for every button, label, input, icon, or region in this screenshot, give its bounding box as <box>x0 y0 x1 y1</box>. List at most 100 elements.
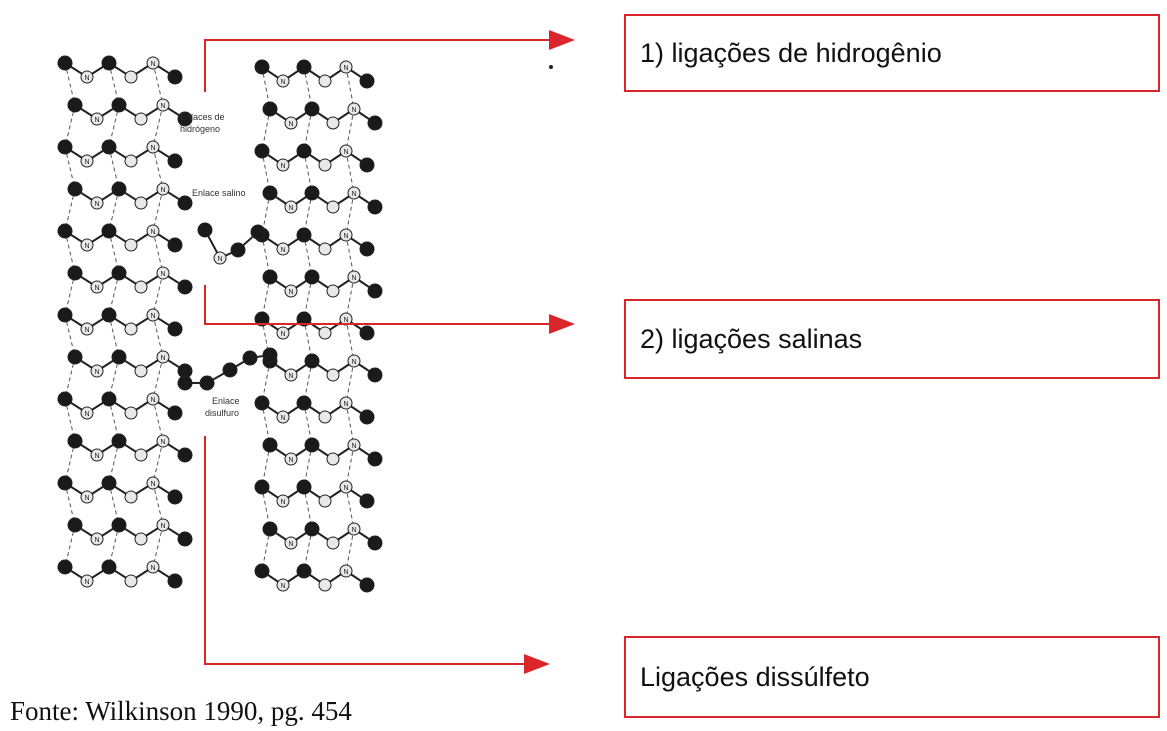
bond-line <box>345 66 355 110</box>
atom-symbol: N <box>160 271 165 278</box>
carbon-atom <box>367 199 383 215</box>
carbon-atom <box>101 139 117 155</box>
disulfide-bond-label-line2: disulfuro <box>205 408 239 418</box>
atom-symbol: N <box>343 401 348 408</box>
carbon-atom <box>57 391 73 407</box>
nitrogen-atom <box>90 280 104 294</box>
nitrogen-atom <box>156 434 170 448</box>
carbon-atom <box>67 181 83 197</box>
bond-line <box>345 360 355 404</box>
nitrogen-atom <box>326 200 340 214</box>
nitrogen-atom <box>326 536 340 550</box>
atom-symbol: N <box>280 415 285 422</box>
nitrogen-atom <box>213 251 227 265</box>
nitrogen-atom <box>90 364 104 378</box>
atom-symbol: N <box>94 117 99 124</box>
carbon-atom <box>57 475 73 491</box>
carbon-atom <box>367 283 383 299</box>
atom-symbol: N <box>351 275 356 282</box>
nitrogen-atom <box>326 452 340 466</box>
carbon-atom <box>101 55 117 71</box>
nitrogen-atom <box>284 536 298 550</box>
bond-line <box>152 230 164 274</box>
nitrogen-atom <box>90 112 104 126</box>
atom-symbol: N <box>84 495 89 502</box>
carbon-atom <box>254 143 270 159</box>
carbon-atom <box>167 237 183 253</box>
carbon-atom <box>296 479 312 495</box>
carbon-atom <box>254 59 270 75</box>
nitrogen-atom <box>124 238 138 252</box>
bond-line <box>345 486 355 530</box>
atom-symbol: N <box>84 411 89 418</box>
carbon-atom <box>101 475 117 491</box>
carbon-atom <box>57 559 73 575</box>
nitrogen-atom <box>326 116 340 130</box>
atom-symbol: N <box>288 289 293 296</box>
nitrogen-atom <box>339 144 353 158</box>
carbon-atom <box>250 224 266 240</box>
carbon-atom <box>367 451 383 467</box>
nitrogen-atom <box>284 284 298 298</box>
stray-dot <box>549 65 553 69</box>
atom-symbol: N <box>280 583 285 590</box>
atom-symbol: N <box>351 527 356 534</box>
nitrogen-atom <box>318 494 332 508</box>
nitrogen-atom <box>146 224 160 238</box>
carbon-atom <box>101 307 117 323</box>
disulfide-bond-label-line1: Enlace <box>212 396 240 406</box>
nitrogen-atom <box>134 364 148 378</box>
carbon-atom <box>296 143 312 159</box>
atom-symbol: N <box>288 121 293 128</box>
carbon-atom <box>296 227 312 243</box>
carbon-atom <box>199 375 215 391</box>
bond-line <box>345 150 355 194</box>
nitrogen-atom <box>347 102 361 116</box>
carbon-atom <box>230 242 246 258</box>
atom-symbol: N <box>280 499 285 506</box>
nitrogen-atom <box>90 532 104 546</box>
atom-symbol: N <box>84 327 89 334</box>
atom-symbol: N <box>217 256 222 263</box>
carbon-atom <box>67 433 83 449</box>
atom-symbol: N <box>351 191 356 198</box>
carbon-atom <box>167 69 183 85</box>
bond-line <box>345 318 355 362</box>
arrow-head-disulfide <box>524 654 550 674</box>
carbon-atom <box>304 521 320 537</box>
arrow-head-hydrogen <box>549 30 575 50</box>
bond-line <box>152 314 164 358</box>
carbon-atom <box>304 269 320 285</box>
carbon-atom <box>177 195 193 211</box>
label-text-saline-bonds: 2) ligações salinas <box>640 323 863 354</box>
atom-symbol: N <box>288 457 293 464</box>
saline-bond-label: Enlace salino <box>192 188 246 198</box>
bond-line <box>152 524 164 568</box>
nitrogen-atom <box>339 60 353 74</box>
nitrogen-atom <box>276 158 290 172</box>
carbon-atom <box>359 493 375 509</box>
carbon-atom <box>262 521 278 537</box>
carbon-atom <box>101 391 117 407</box>
carbon-atom <box>101 559 117 575</box>
carbon-atom <box>359 577 375 593</box>
carbon-atom <box>167 321 183 337</box>
nitrogen-atom <box>339 228 353 242</box>
atom-symbol: N <box>280 331 285 338</box>
nitrogen-atom <box>124 574 138 588</box>
carbon-atom <box>101 223 117 239</box>
carbon-atom <box>359 73 375 89</box>
arrow-head-saline <box>549 314 575 334</box>
atom-symbol: N <box>84 243 89 250</box>
bond-line <box>152 188 164 232</box>
atom-symbol: N <box>150 481 155 488</box>
nitrogen-atom <box>146 392 160 406</box>
nitrogen-atom <box>80 406 94 420</box>
carbon-atom <box>262 269 278 285</box>
carbon-atom <box>177 375 193 391</box>
nitrogen-atom <box>318 242 332 256</box>
nitrogen-atom <box>146 308 160 322</box>
atom-symbol: N <box>288 541 293 548</box>
bond-line <box>152 272 164 316</box>
